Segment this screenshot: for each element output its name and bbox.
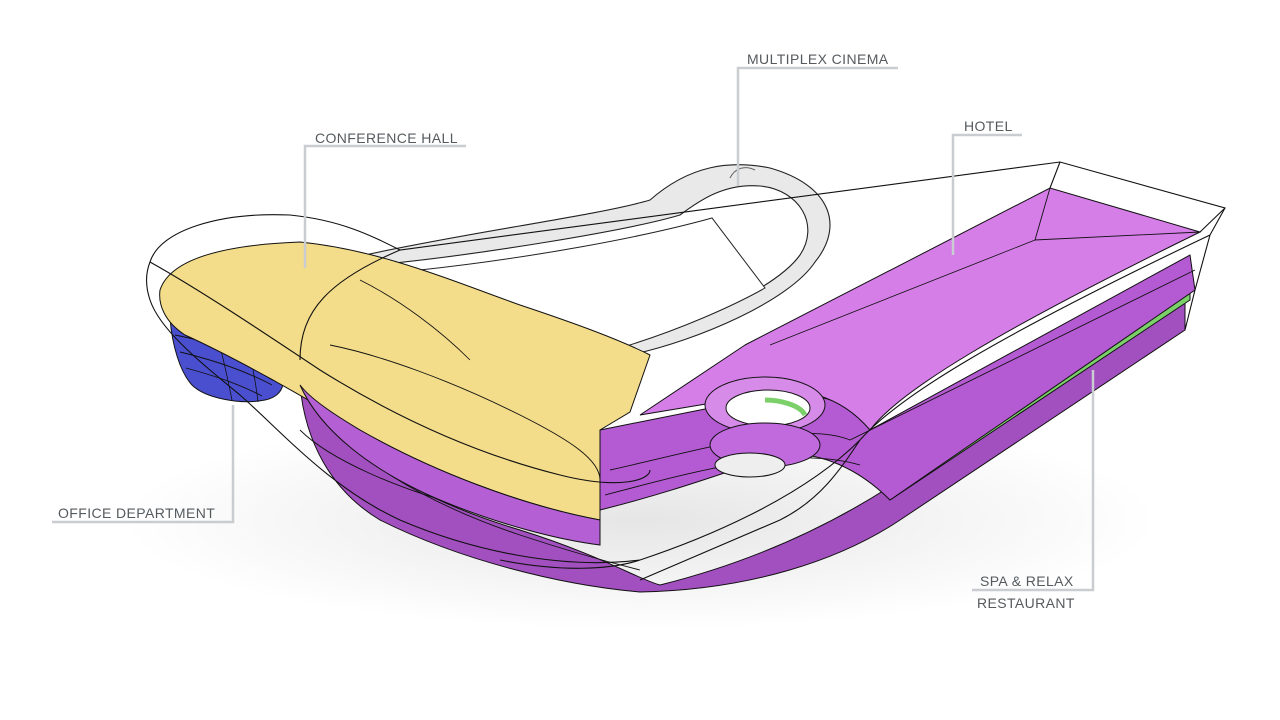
label-hotel: HOTEL	[964, 118, 1013, 134]
envelope-outline	[146, 161, 1226, 581]
label-multiplex-cinema: MULTIPLEX CINEMA	[747, 51, 889, 67]
leader-multiplex-cinema	[736, 66, 898, 186]
leader-office-department	[52, 405, 235, 524]
label-conference-hall: CONFERENCE HALL	[315, 130, 458, 146]
conference-hall-volume	[159, 241, 651, 524]
leader-conference-hall	[303, 144, 466, 268]
label-restaurant: RESTAURANT	[977, 595, 1075, 611]
label-spa-relax: SPA & RELAX	[980, 573, 1074, 589]
leader-lines	[52, 66, 1095, 592]
atrium-rings	[704, 376, 826, 478]
office-lower-volume	[299, 384, 601, 546]
label-office-department: OFFICE DEPARTMENT	[58, 505, 216, 521]
leader-hotel	[951, 133, 1022, 255]
leader-spa-relax	[972, 370, 1095, 592]
